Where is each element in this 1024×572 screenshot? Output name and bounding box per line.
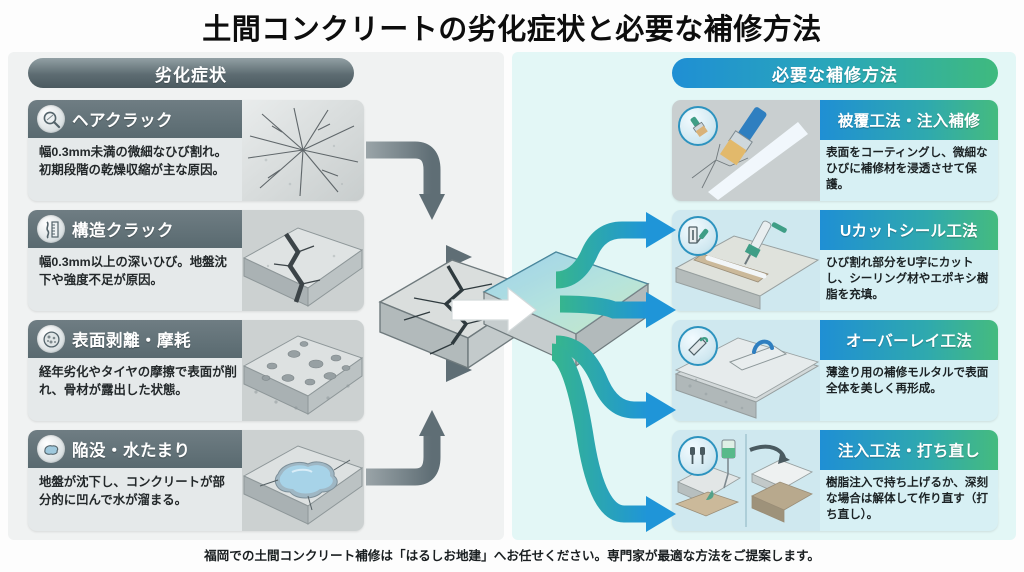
defect-title: ヘアクラック — [72, 112, 174, 130]
repair-card-coating-injection[interactable]: 被覆工法・注入補修 表面をコーティングし、微細なひびに補修材を浸透させて保護。 — [672, 100, 998, 201]
defect-title: 表面剥離・摩耗 — [72, 332, 191, 350]
repair-description: 樹脂注入で持ち上げるか、深刻な場合は解体して作り直す（打ち直し）。 — [826, 476, 989, 522]
defect-titlebar: 陥没・水たまり — [28, 430, 242, 468]
defects-section-label: 劣化症状 — [155, 65, 227, 85]
defect-card-surface-spalling[interactable]: 表面剥離・摩耗 経年劣化やタイヤの摩擦で表面が削れ、骨材が露出した状態。 — [28, 320, 364, 421]
cut-tool-icon — [678, 216, 718, 256]
defect-description: 幅0.3mm未満の微細なひび割れ。初期段階の乾燥収縮が主な原因。 — [39, 145, 228, 177]
repair-title: オーバーレイ工法 — [845, 333, 973, 350]
defect-title: 陥没・水たまり — [72, 442, 191, 460]
repair-description: 薄塗り用の補修モルタルで表面全体を美しく再形成。 — [826, 366, 989, 396]
repair-titlebar: 被覆工法・注入補修 — [820, 100, 998, 140]
defect-titlebar: 構造クラック — [28, 210, 242, 248]
repair-title: Uカットシール工法 — [840, 223, 978, 240]
transition-arrow — [451, 286, 537, 334]
repair-titlebar: 注入工法・打ち直し — [820, 430, 998, 470]
trowel-icon — [678, 326, 718, 366]
magnifier-icon — [37, 105, 65, 133]
aggregate-icon — [37, 325, 65, 353]
defect-title: 構造クラック — [72, 222, 174, 240]
defect-card-structural-crack[interactable]: 構造クラック 幅0.3mm以上の深いひび。地盤沈下や強度不足が原因。 — [28, 210, 364, 311]
crack-ruler-icon — [37, 215, 65, 243]
repair-titlebar: Uカットシール工法 — [820, 210, 998, 250]
flow-arrows-and-slabs — [366, 141, 676, 532]
puddle-icon — [37, 435, 65, 463]
defect-thumbnail-hairline-crack — [242, 100, 364, 201]
defect-description: 幅0.3mm以上の深いひび。地盤沈下や強度不足が原因。 — [39, 255, 227, 287]
defect-description: 地盤が沈下し、コンクリートが部分的に凹んで水が溜まる。 — [39, 475, 225, 507]
repair-titlebar: オーバーレイ工法 — [820, 320, 998, 360]
defect-titlebar: ヘアクラック — [28, 100, 242, 138]
repair-title: 注入工法・打ち直し — [837, 443, 981, 460]
defect-titlebar: 表面剥離・摩耗 — [28, 320, 242, 358]
defect-thumbnail-subsidence-puddle — [242, 430, 364, 531]
repair-card-overlay[interactable]: オーバーレイ工法 薄塗り用の補修モルタルで表面全体を美しく再形成。 — [672, 320, 998, 421]
defects-section-header: 劣化症状 — [28, 58, 354, 88]
repair-card-u-cut-seal[interactable]: Uカットシール工法 ひび割れ部分をU字にカットし、シーリング材やエポキシ樹脂を充… — [672, 210, 998, 311]
page-title: 土間コンクリートの劣化症状と必要な補修方法 — [202, 14, 822, 46]
defect-card-hairline-crack[interactable]: ヘアクラック 幅0.3mm未満の微細なひび割れ。初期段階の乾燥収縮が主な原因。 — [28, 100, 364, 201]
footer-note: 福岡での土間コンクリート補修は「はるしお地建」へお任せください。専門家が最適な方… — [204, 549, 820, 563]
defect-thumbnail-structural-crack — [242, 210, 364, 311]
repairs-section-label: 必要な補修方法 — [772, 65, 898, 85]
defect-card-subsidence-puddle[interactable]: 陥没・水たまり 地盤が沈下し、コンクリートが部分的に凹んで水が溜まる。 — [28, 430, 364, 531]
paint-brush-icon — [678, 106, 718, 146]
repairs-section-header: 必要な補修方法 — [672, 58, 998, 88]
injection-nozzle-icon — [678, 436, 718, 476]
defect-thumbnail-surface-spalling — [242, 320, 364, 421]
repair-description: ひび割れ部分をU字にカットし、シーリング材やエポキシ樹脂を充填。 — [826, 256, 989, 302]
repair-title: 被覆工法・注入補修 — [837, 113, 981, 130]
repair-card-injection-replacement[interactable]: 注入工法・打ち直し 樹脂注入で持ち上げるか、深刻な場合は解体して作り直す（打ち直… — [672, 430, 998, 531]
repair-description: 表面をコーティングし、微細なひびに補修材を浸透させて保護。 — [826, 146, 988, 192]
defect-description: 経年劣化やタイヤの摩擦で表面が削れ、骨材が露出した状態。 — [39, 365, 237, 397]
